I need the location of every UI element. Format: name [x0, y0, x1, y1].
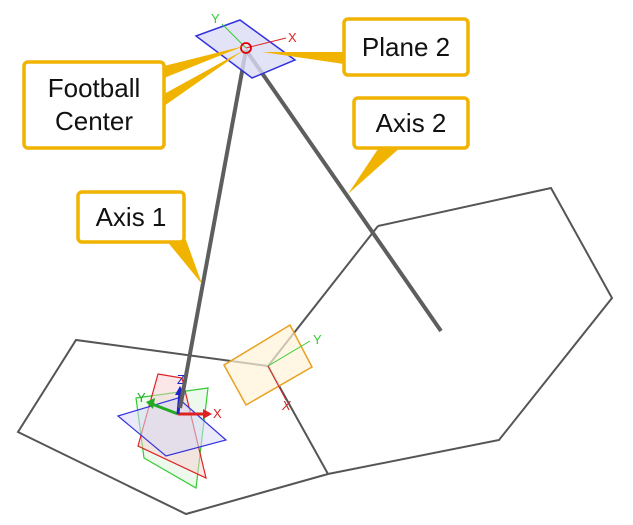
callout-football-center: Football Center — [22, 60, 166, 150]
axis2-label: Axis 2 — [376, 108, 447, 138]
middle-plane-x-label: X — [281, 398, 292, 413]
middle-plane-x-axis — [267, 365, 287, 401]
plane2-callout-leader — [262, 52, 344, 64]
axis-2-line — [244, 48, 443, 333]
middle-plane-y-label: Y — [313, 332, 322, 347]
axis1-label: Axis 1 — [96, 202, 167, 232]
axis2-callout-leader — [348, 146, 402, 194]
bottom-x-label: X — [213, 406, 222, 421]
callout-axis-2: Axis 2 — [352, 96, 470, 150]
football-center-callout-leader-1 — [164, 46, 244, 78]
bottom-z-label: Z — [177, 372, 185, 387]
football-center-label-line2: Center — [55, 106, 133, 136]
football-center-label-line1: Football — [48, 73, 141, 103]
bottom-y-arrow — [151, 402, 179, 416]
top-y-label: Y — [211, 11, 220, 26]
football-center-marker — [240, 42, 252, 54]
callout-axis-1: Axis 1 — [76, 190, 186, 244]
middle-plane-y-axis — [267, 340, 311, 367]
football-center-callout-leader-2 — [164, 50, 244, 106]
hexagon-edge — [327, 186, 614, 475]
axis-1-line — [178, 49, 248, 409]
callout-plane-2: Plane 2 — [342, 17, 470, 77]
bottom-blue-plane — [116, 397, 228, 457]
bottom-y-arrowhead — [146, 398, 155, 409]
middle-plane — [222, 323, 313, 407]
top-x-label: X — [288, 30, 297, 45]
plane2-label: Plane 2 — [362, 32, 450, 62]
top-plane-x-axis — [245, 37, 287, 49]
axis1-callout-leader — [166, 240, 202, 284]
bottom-y-label: Y — [137, 390, 146, 405]
top-plane — [194, 19, 297, 79]
bottom-x-arrowhead — [203, 409, 212, 419]
